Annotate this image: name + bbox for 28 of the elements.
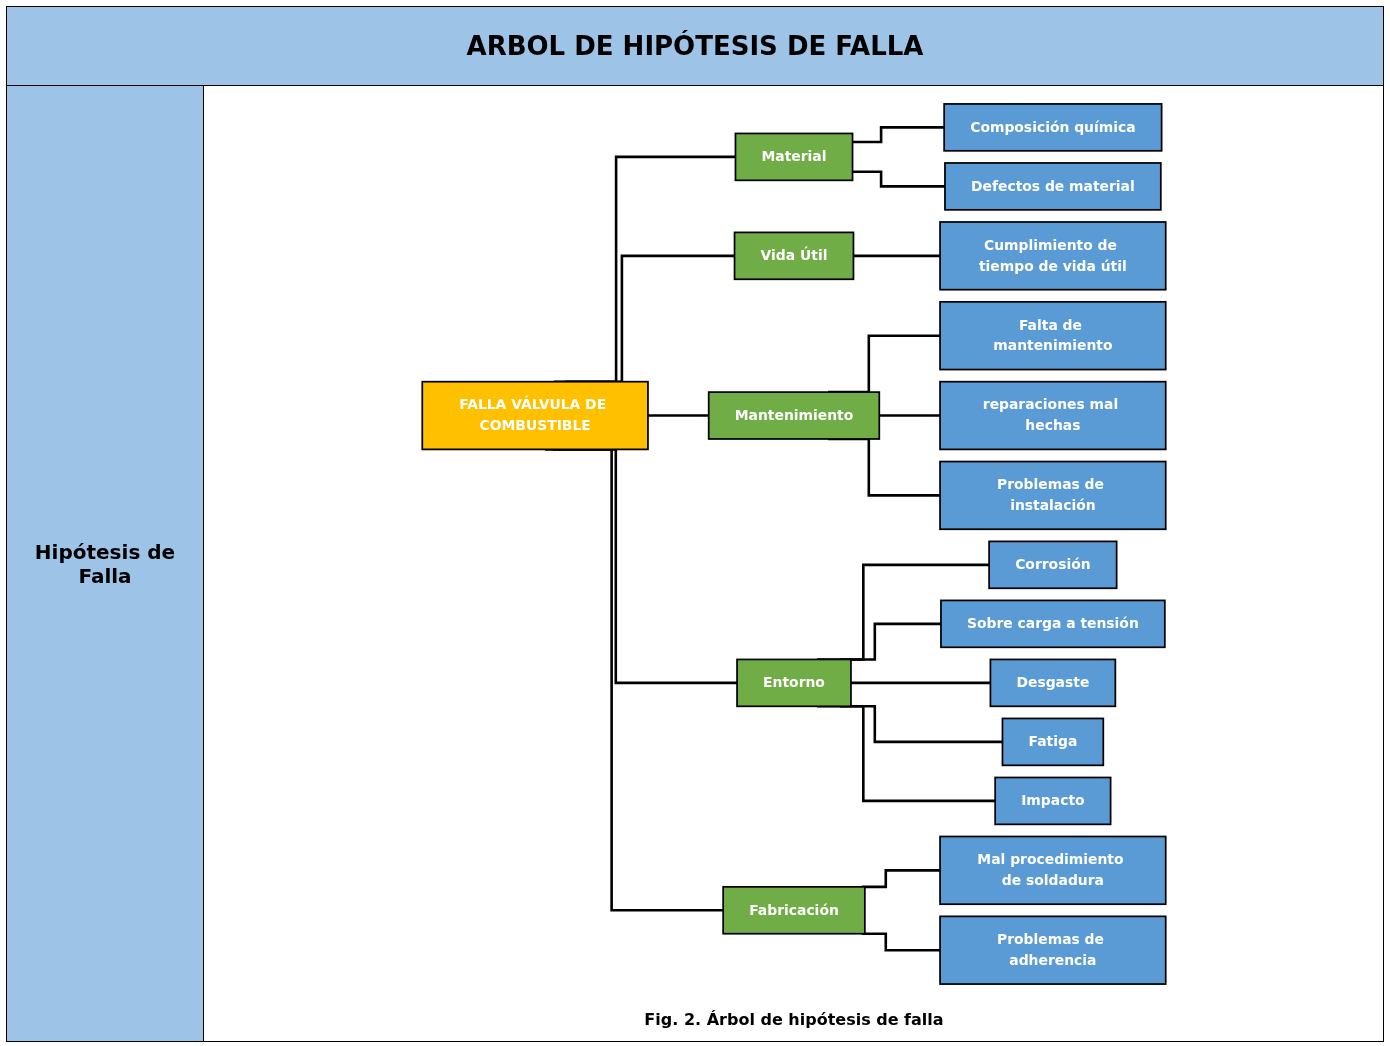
connector	[853, 254, 941, 258]
node-box: Falta de mantenimiento	[939, 300, 1167, 371]
node-box: Mantenimiento	[707, 391, 881, 440]
node-box: Material	[734, 132, 854, 182]
node-box: Entorno	[736, 658, 852, 708]
connector	[647, 414, 709, 417]
connector	[852, 126, 945, 144]
node-box: Sobre carga a tensión	[940, 599, 1166, 649]
node-box: Corrosión	[988, 540, 1118, 590]
node-box: Fatiga	[1001, 717, 1105, 767]
node-box: Defectos de material	[944, 162, 1162, 211]
node-box: Mal procedimiento de soldadura	[939, 835, 1167, 906]
node-box: Problemas de instalación	[939, 460, 1167, 531]
node-box: Vida Útil	[733, 231, 855, 281]
node-box: Fabricación	[722, 885, 866, 935]
title: ARBOL DE HIPÓTESIS DE FALLA	[466, 31, 924, 61]
node-box: Problemas de adherencia	[939, 915, 1167, 985]
row-header: Hipótesis de Falla	[33, 539, 177, 588]
connector	[850, 681, 991, 685]
node-box: Composición química	[943, 103, 1163, 152]
caption: Fig. 2. Árbol de hipótesis de falla	[643, 1010, 945, 1029]
connector	[879, 414, 941, 417]
node-box: Cumplimiento de tiempo de vida útil	[939, 221, 1167, 291]
node-box: Desgaste	[989, 658, 1117, 708]
connector	[852, 170, 945, 188]
node-box: FALLA VÁLVULA DE COMBUSTIBLE	[421, 380, 649, 451]
node-box: Impacto	[994, 776, 1112, 826]
node-box: reparaciones mal hechas	[939, 380, 1167, 451]
